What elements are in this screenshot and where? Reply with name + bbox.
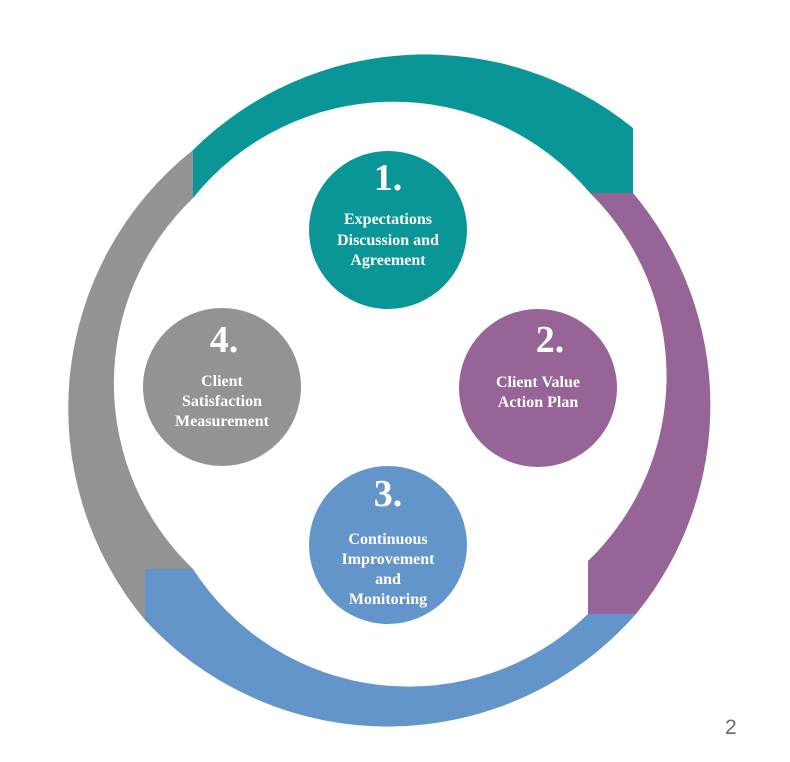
step-3-line-2: Improvement xyxy=(341,551,435,568)
step-1-line-1: Expectations xyxy=(344,211,432,228)
step-node-3: 3. Continuous Improvement and Monitoring xyxy=(309,466,467,624)
step-node-2: 2. Client Value Action Plan xyxy=(459,309,617,467)
step-node-1: 1. Expectations Discussion and Agreement xyxy=(309,151,467,309)
step-2-number: 2. xyxy=(536,319,565,361)
page-number: 2 xyxy=(725,716,737,739)
step-1-number: 1. xyxy=(374,157,403,199)
step-1-line-2: Discussion and xyxy=(337,232,439,249)
step-1-circle xyxy=(309,151,467,309)
step-1-line-3: Agreement xyxy=(350,252,426,269)
ring-segment-measure-results xyxy=(68,150,193,620)
step-2-line-1: Client Value xyxy=(496,374,580,391)
step-3-line-1: Continuous xyxy=(348,531,427,548)
step-2-circle xyxy=(459,309,617,467)
step-3-line-3: and xyxy=(375,571,401,588)
step-2-line-2: Action Plan xyxy=(498,394,579,411)
ring-segment-deliver-improve xyxy=(145,569,636,727)
ring-segment-commit-plan xyxy=(588,193,711,614)
step-node-4: 4. Client Satisfaction Measurement xyxy=(143,308,301,466)
step-4-circle xyxy=(143,308,301,466)
ring-segment-understand-expectations xyxy=(193,54,633,198)
step-4-number: 4. xyxy=(210,319,239,361)
step-4-line-2: Satisfaction xyxy=(182,393,262,410)
step-3-number: 3. xyxy=(374,473,403,515)
step-4-line-3: Measurement xyxy=(175,413,270,430)
step-4-line-1: Client xyxy=(201,373,243,390)
step-3-circle xyxy=(309,466,467,624)
step-3-line-4: Monitoring xyxy=(349,591,427,608)
